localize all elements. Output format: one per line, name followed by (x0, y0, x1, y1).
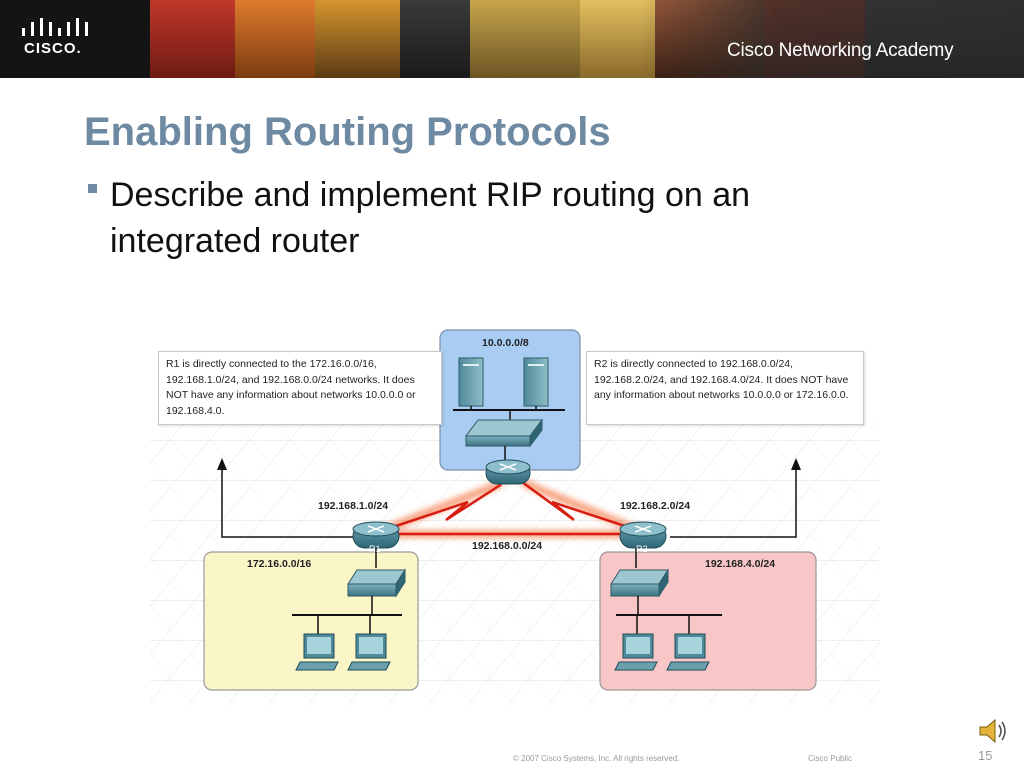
pc-icon (666, 633, 710, 671)
pc-icon (614, 633, 658, 671)
page-number: 15 (978, 748, 993, 763)
switch-icon (347, 568, 406, 598)
router-r1-icon (352, 521, 400, 549)
arrow-right (670, 465, 797, 538)
note-r2: R2 is directly connected to 192.168.0.0/… (586, 351, 864, 425)
router-r2-icon (619, 521, 667, 549)
pc-icon (347, 633, 391, 671)
arrow-right-head (791, 458, 801, 470)
slide-title: Enabling Routing Protocols (84, 110, 611, 154)
bullet-text: Describe and implement RIP routing on an… (110, 176, 751, 260)
network-label-r1-r2: 192.168.0.0/24 (472, 540, 543, 552)
router-label-r1: R1 (369, 544, 381, 554)
note-r1: R1 is directly connected to the 172.16.0… (158, 351, 442, 425)
banner-photo (470, 0, 580, 78)
server-icon (523, 357, 549, 407)
router-label-r3: R3 (501, 483, 513, 493)
banner-photo (235, 0, 315, 78)
banner-photo (400, 0, 470, 78)
network-label-r2-r3: 192.168.2.0/24 (620, 500, 691, 512)
router-label-r2: R2 (636, 544, 648, 554)
switch-icon (610, 568, 669, 598)
academy-name: Cisco Networking Academy (727, 40, 954, 61)
banner-photo (150, 0, 235, 78)
footer-classification: Cisco Public (808, 754, 853, 763)
banner-overlay (640, 0, 1024, 78)
router-r3-icon (485, 459, 531, 485)
header-banner: CISCO. Cisco Networking Academy (0, 0, 1024, 78)
network-label-r2-lan: 192.168.4.0/24 (705, 558, 776, 570)
arrow-left-head (217, 458, 227, 470)
arrow-left (221, 465, 355, 538)
speaker-icon[interactable] (976, 714, 1010, 748)
server-icon (458, 357, 484, 407)
brand-wordmark: CISCO. (24, 40, 82, 57)
link-core (377, 480, 644, 536)
network-diagram: R1 is directly connected to the 172.16.0… (150, 320, 880, 705)
bullet-marker-icon (88, 184, 97, 193)
network-label-r1-lan: 172.16.0.0/16 (247, 558, 312, 570)
pc-icon (295, 633, 339, 671)
network-label-r1-r3: 192.168.1.0/24 (318, 500, 389, 512)
cisco-logo-icon (22, 18, 88, 36)
footer-copyright: © 2007 Cisco Systems, Inc. All rights re… (513, 754, 680, 763)
switch-icon (465, 418, 543, 448)
banner-photo (315, 0, 400, 78)
network-label-top: 10.0.0.0/8 (482, 337, 529, 349)
